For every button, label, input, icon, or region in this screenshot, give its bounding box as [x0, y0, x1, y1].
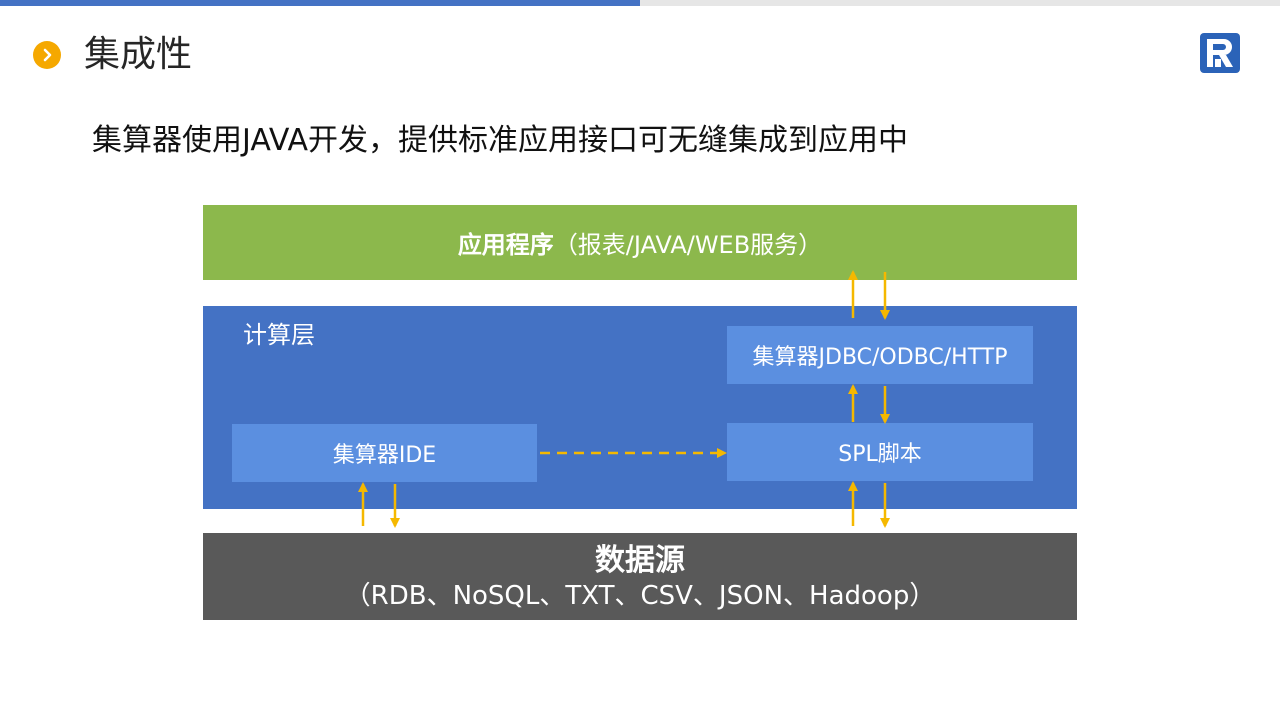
application-layer-detail: （报表/JAVA/WEB服务）	[553, 231, 823, 259]
data-source-title: 数据源	[595, 543, 685, 578]
page-title: 集成性	[84, 34, 193, 75]
top-accent-bar	[0, 0, 640, 6]
jdbc-odbc-http-box: 集算器JDBC/ODBC/HTTP	[727, 326, 1033, 384]
application-layer: 应用程序（报表/JAVA/WEB服务）	[203, 205, 1077, 280]
compute-layer-label: 计算层	[243, 321, 315, 349]
r-logo-icon	[1198, 31, 1242, 75]
spl-script-box: SPL脚本	[727, 423, 1033, 481]
application-layer-title: 应用程序	[457, 231, 554, 259]
top-gray-bar	[640, 0, 1280, 6]
data-source-list: （RDB、NoSQL、TXT、CSV、JSON、Hadoop）	[344, 581, 936, 611]
slide-subtitle: 集算器使用JAVA开发，提供标准应用接口可无缝集成到应用中	[92, 123, 909, 158]
data-source-layer: 数据源 （RDB、NoSQL、TXT、CSV、JSON、Hadoop）	[203, 533, 1077, 620]
chevron-right-icon	[33, 41, 61, 69]
ide-box: 集算器IDE	[232, 424, 537, 482]
